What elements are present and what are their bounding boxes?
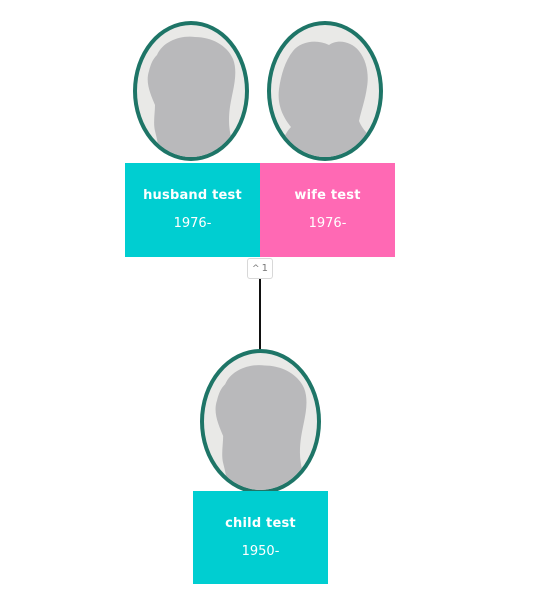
wife-name: wife test: [294, 188, 361, 203]
husband-avatar[interactable]: [133, 21, 249, 161]
chevron-up-icon: ^: [252, 264, 260, 274]
husband-dates: 1976-: [173, 216, 212, 231]
husband-card[interactable]: husband test 1976-: [125, 163, 260, 257]
wife-dates: 1976-: [308, 216, 347, 231]
husband-name: husband test: [143, 188, 242, 203]
parent-child-connector: [259, 279, 261, 350]
male-silhouette-icon: [147, 36, 236, 157]
child-card[interactable]: child test 1950-: [193, 491, 328, 584]
children-toggle-button[interactable]: ^1: [247, 258, 273, 279]
male-silhouette-icon: [215, 365, 307, 490]
child-avatar[interactable]: [200, 349, 321, 494]
female-silhouette-icon: [278, 41, 377, 157]
child-name: child test: [225, 516, 296, 531]
child-dates: 1950-: [241, 544, 280, 559]
wife-card[interactable]: wife test 1976-: [260, 163, 395, 257]
wife-avatar[interactable]: [267, 21, 383, 161]
children-count: 1: [261, 263, 268, 274]
